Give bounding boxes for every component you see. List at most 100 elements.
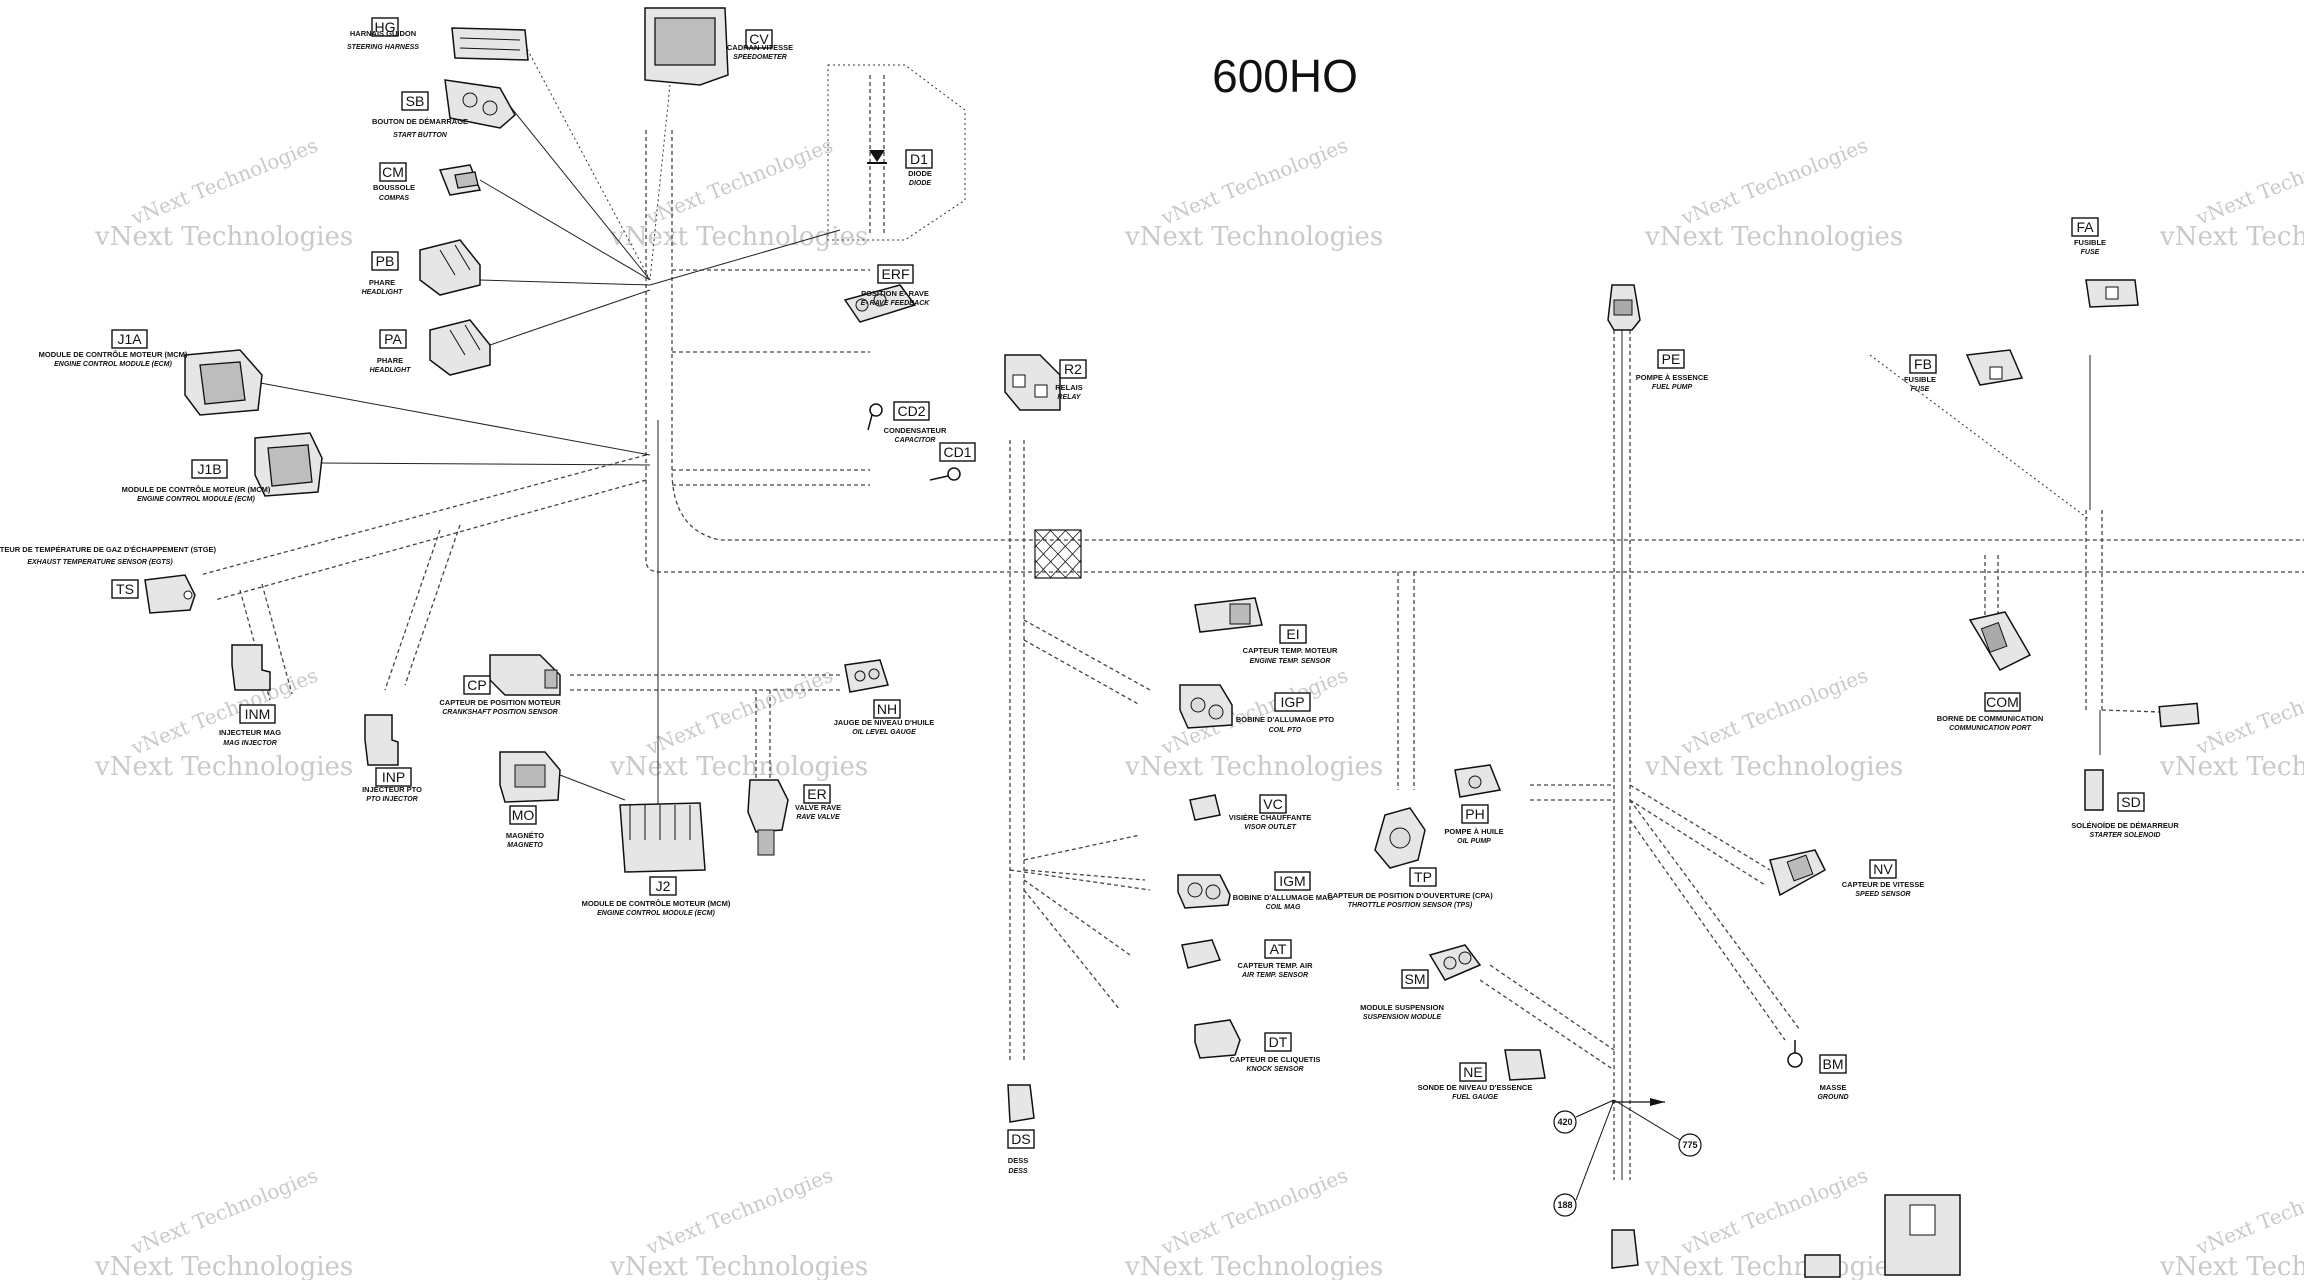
connector-code: NV (1873, 861, 1893, 877)
connector-label-fr: VISIÈRE CHAUFFANTE (1229, 813, 1312, 822)
connector-label-en: FUEL PUMP (1652, 384, 1693, 391)
connector-label-en: VISOR OUTLET (1244, 824, 1296, 831)
connector-cd1: CD1 (939, 442, 976, 462)
connector-bm-graphic (1787, 1040, 1803, 1068)
connector-label-en: GROUND (1817, 1094, 1848, 1101)
connector-code: FA (2076, 219, 2094, 235)
connector-code: INP (382, 769, 405, 785)
svg-text:vNext Technologies: vNext Technologies (1157, 133, 1351, 230)
harness-sleeve (1034, 529, 1082, 579)
connector-code: VC (1263, 796, 1282, 812)
connector-label-fr: DESS (1008, 1156, 1028, 1165)
connector-code: ER (807, 786, 826, 802)
connector-ph: PH (1461, 804, 1489, 824)
callout-420: 420 (1553, 1110, 1577, 1134)
connector-label-en: FUSE (1911, 386, 1930, 393)
connector-label-fr: JAUGE DE NIVEAU D'HUILE (834, 718, 935, 727)
svg-text:vNext Technologies: vNext Technologies (642, 1163, 836, 1260)
connector-ds-graphic (1007, 1084, 1035, 1123)
connector-label-fr: MODULE SUSPENSION (1360, 1003, 1444, 1012)
connector-fb-graphic (1965, 349, 2024, 386)
connector-ph-graphic (1454, 764, 1502, 798)
connector-ne: NE (1459, 1062, 1487, 1082)
connector-code: ERF (882, 266, 910, 282)
svg-text:vNext Technologies: vNext Technologies (1677, 663, 1871, 760)
connector-code: J1B (197, 461, 221, 477)
connector-label-fr: HARNAIS GUIDON (350, 29, 416, 38)
connector-er: ER (803, 784, 831, 804)
connector-vc-graphic (1189, 794, 1221, 821)
svg-text:vNext Technologies: vNext Technologies (1644, 222, 1903, 252)
connector-fa: FA (2071, 217, 2099, 237)
connector-j1b-graphic (254, 432, 323, 497)
connector-j1a-graphic (184, 349, 263, 416)
connector-inm: INM (239, 704, 276, 724)
connector-label-en: CAPACITOR (895, 437, 936, 444)
connector-label-en: OIL PUMP (1457, 838, 1491, 845)
connector-label-fr: CONDENSATEUR (884, 426, 947, 435)
svg-text:vNext Technologies: vNext Technologies (2159, 752, 2304, 782)
connector-code: PB (376, 253, 395, 269)
connector-pa: PA (379, 329, 407, 349)
connector-code: IGP (1280, 694, 1304, 710)
connector-code: CD2 (897, 403, 925, 419)
connector-ei-graphic (1194, 597, 1263, 633)
connector-code: DT (1269, 1034, 1288, 1050)
connector-code: PE (1662, 351, 1681, 367)
connector-tp: TP (1409, 867, 1437, 887)
connector-label-fr: SONDE DE NIVEAU D'ESSENCE (1418, 1083, 1533, 1092)
svg-text:vNext Technologies: vNext Technologies (127, 1163, 321, 1260)
diode-enclosure (827, 64, 966, 241)
connector-label-fr: CADRAN VITESSE (727, 43, 793, 52)
connector-code: IGM (1279, 873, 1305, 889)
connector-code: J1A (117, 331, 142, 347)
connector-cd2-graphic (867, 403, 883, 431)
connector-code: PA (384, 331, 402, 347)
connector-label-en: KNOCK SENSOR (1246, 1066, 1303, 1073)
connector-dt: DT (1264, 1032, 1292, 1052)
connector-sd: SD (2117, 792, 2145, 812)
connector-code: SD (2121, 794, 2140, 810)
connector-label-fr: BOBINE D'ALLUMAGE PTO (1236, 715, 1334, 724)
connector-label-en: COIL PTO (1269, 727, 1302, 734)
connector-label-fr: CAPTEUR TEMP. AIR (1237, 961, 1313, 970)
connector-j2: J2 (649, 876, 677, 896)
connector-com-graphic (1968, 611, 2032, 671)
connector-label-en: ENGINE CONTROL MODULE (ECM) (137, 496, 255, 503)
connector-fa-graphic (2085, 279, 2139, 308)
connector-label-fr: FUSIBLE (2074, 238, 2106, 247)
svg-text:775: 775 (1682, 1140, 1697, 1150)
svg-text:vNext Technologies: vNext Technologies (642, 663, 836, 760)
connector-code: COM (1986, 694, 2019, 710)
connector-bm: BM (1819, 1054, 1847, 1074)
connector-label-en: FUEL GAUGE (1452, 1094, 1498, 1101)
connector-r2-graphic (1004, 354, 1061, 411)
connector-tp-graphic (1374, 807, 1426, 869)
connector-label-fr: MODULE DE CONTRÔLE MOTEUR (MCM) (39, 350, 188, 359)
connector-label-en: PTO INJECTOR (366, 796, 417, 803)
connector-cd2: CD2 (893, 401, 930, 421)
connector-code: NE (1463, 1064, 1482, 1080)
connector-label-en: STARTER SOLENOID (2090, 832, 2161, 839)
connector-label-en: HEADLIGHT (370, 367, 412, 374)
connector-label-fr: BOUTON DE DÉMARRAGE (372, 117, 468, 126)
connector-sd-graphic (2084, 769, 2104, 811)
connector-code: FB (1914, 356, 1932, 372)
connector-code: CM (382, 164, 404, 180)
connector-label-en: SPEEDOMETER (733, 54, 787, 61)
svg-text:vNext Technologies: vNext Technologies (2192, 663, 2304, 760)
svg-text:vNext Technologies: vNext Technologies (609, 1252, 868, 1280)
connector-label-fr: CAPTEUR DE POSITION D'OUVERTURE (CPA) (1327, 891, 1493, 900)
connector-label-fr: CAPTEUR TEMP. MOTEUR (1243, 646, 1338, 655)
